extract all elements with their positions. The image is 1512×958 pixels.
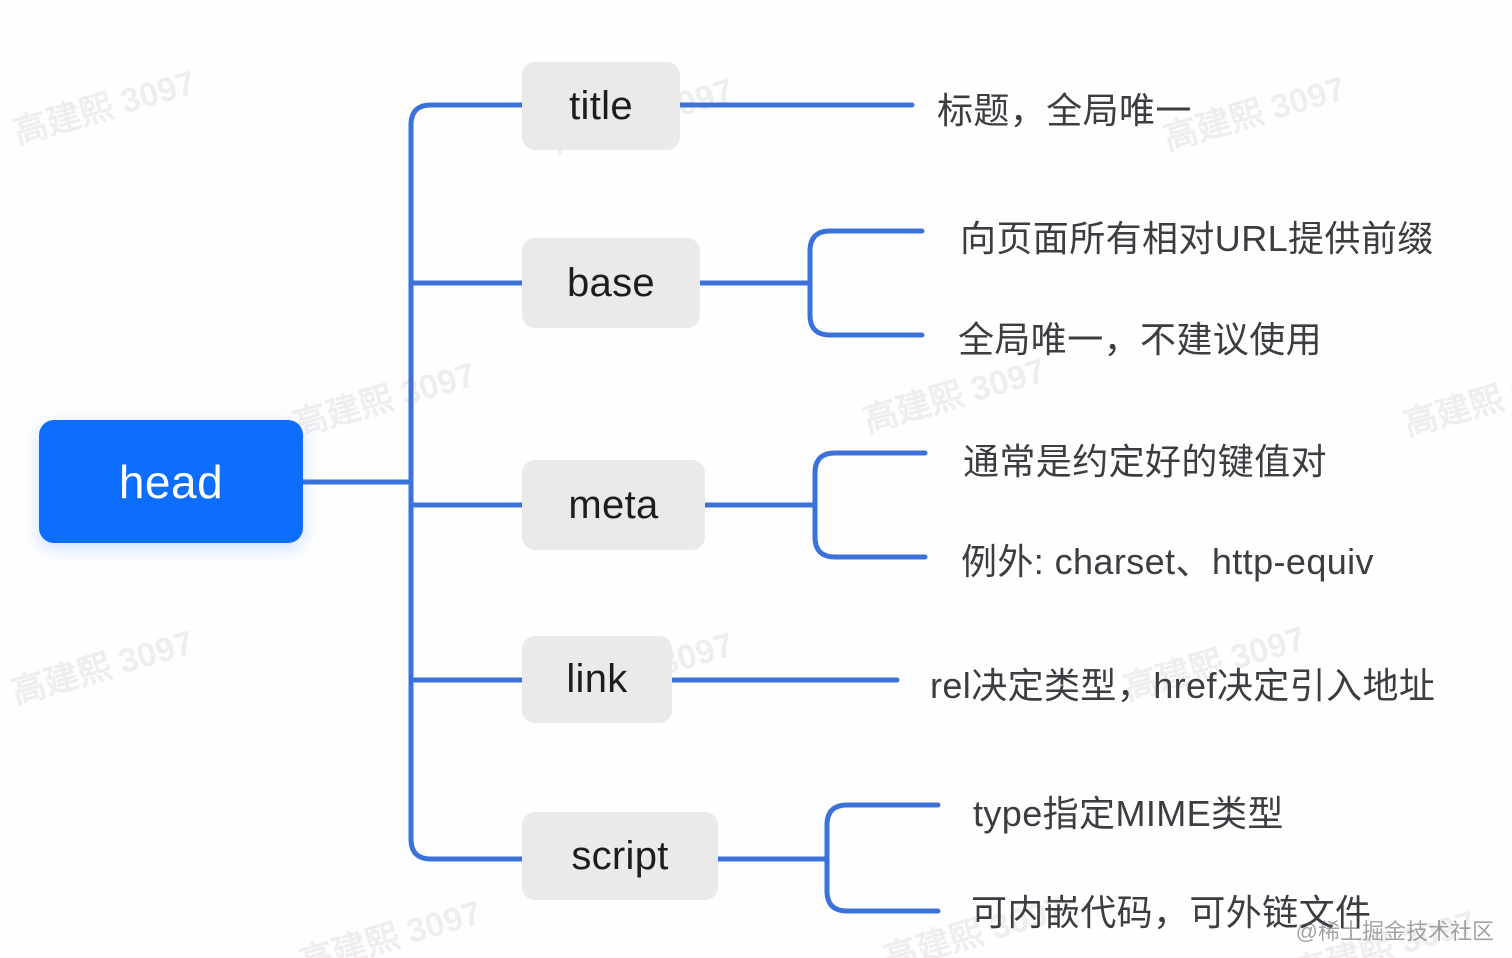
- watermark-tile: 高建熙 3097: [1399, 355, 1512, 444]
- mindmap-leaf-link-0[interactable]: rel决定类型，href决定引入地址: [930, 665, 1436, 706]
- watermark-tile: 高建熙 3097: [9, 63, 200, 152]
- mindmap-leaf-meta-0[interactable]: 通常是约定好的键值对: [963, 441, 1328, 482]
- watermark-tile: 高建熙 3097: [295, 893, 486, 958]
- mindmap-leaf-script-0[interactable]: type指定MIME类型: [973, 793, 1284, 834]
- branch-node-label: base: [567, 260, 655, 305]
- watermark-tile: 高建熙 3097: [289, 355, 480, 444]
- branch-node-label: title: [569, 83, 633, 128]
- mindmap-branch-node-base[interactable]: base: [522, 238, 700, 328]
- branch-node-label: meta: [568, 482, 659, 527]
- wire-script-fork: [824, 802, 850, 914]
- mindmap-branch-node-script[interactable]: script: [522, 812, 718, 900]
- mindmap-branch-node-title[interactable]: title: [522, 62, 680, 150]
- branch-node-label: link: [566, 657, 628, 701]
- mindmap-leaf-script-1[interactable]: 可内嵌代码，可外链文件: [971, 892, 1372, 933]
- wire-main-spine: [408, 102, 434, 862]
- wire-meta-fork: [812, 450, 838, 560]
- watermark-tile: 高建熙 3097: [7, 623, 198, 712]
- mindmap-leaf-base-1[interactable]: 全局唯一，不建议使用: [958, 319, 1323, 360]
- mindmap-branch-node-meta[interactable]: meta: [522, 460, 705, 550]
- root-node-label: head: [118, 455, 224, 508]
- mindmap-leaf-title-0[interactable]: 标题，全局唯一: [937, 90, 1192, 131]
- wire-base-fork: [807, 228, 833, 338]
- mindmap-branch-node-link[interactable]: link: [522, 636, 672, 723]
- mindmap-leaf-meta-1[interactable]: 例外: charset、http-equiv: [961, 541, 1374, 582]
- mindmap-leaf-base-0[interactable]: 向页面所有相对URL提供前缀: [960, 218, 1434, 259]
- mindmap-root-node-head[interactable]: head: [39, 420, 303, 543]
- branch-node-label: script: [571, 833, 669, 878]
